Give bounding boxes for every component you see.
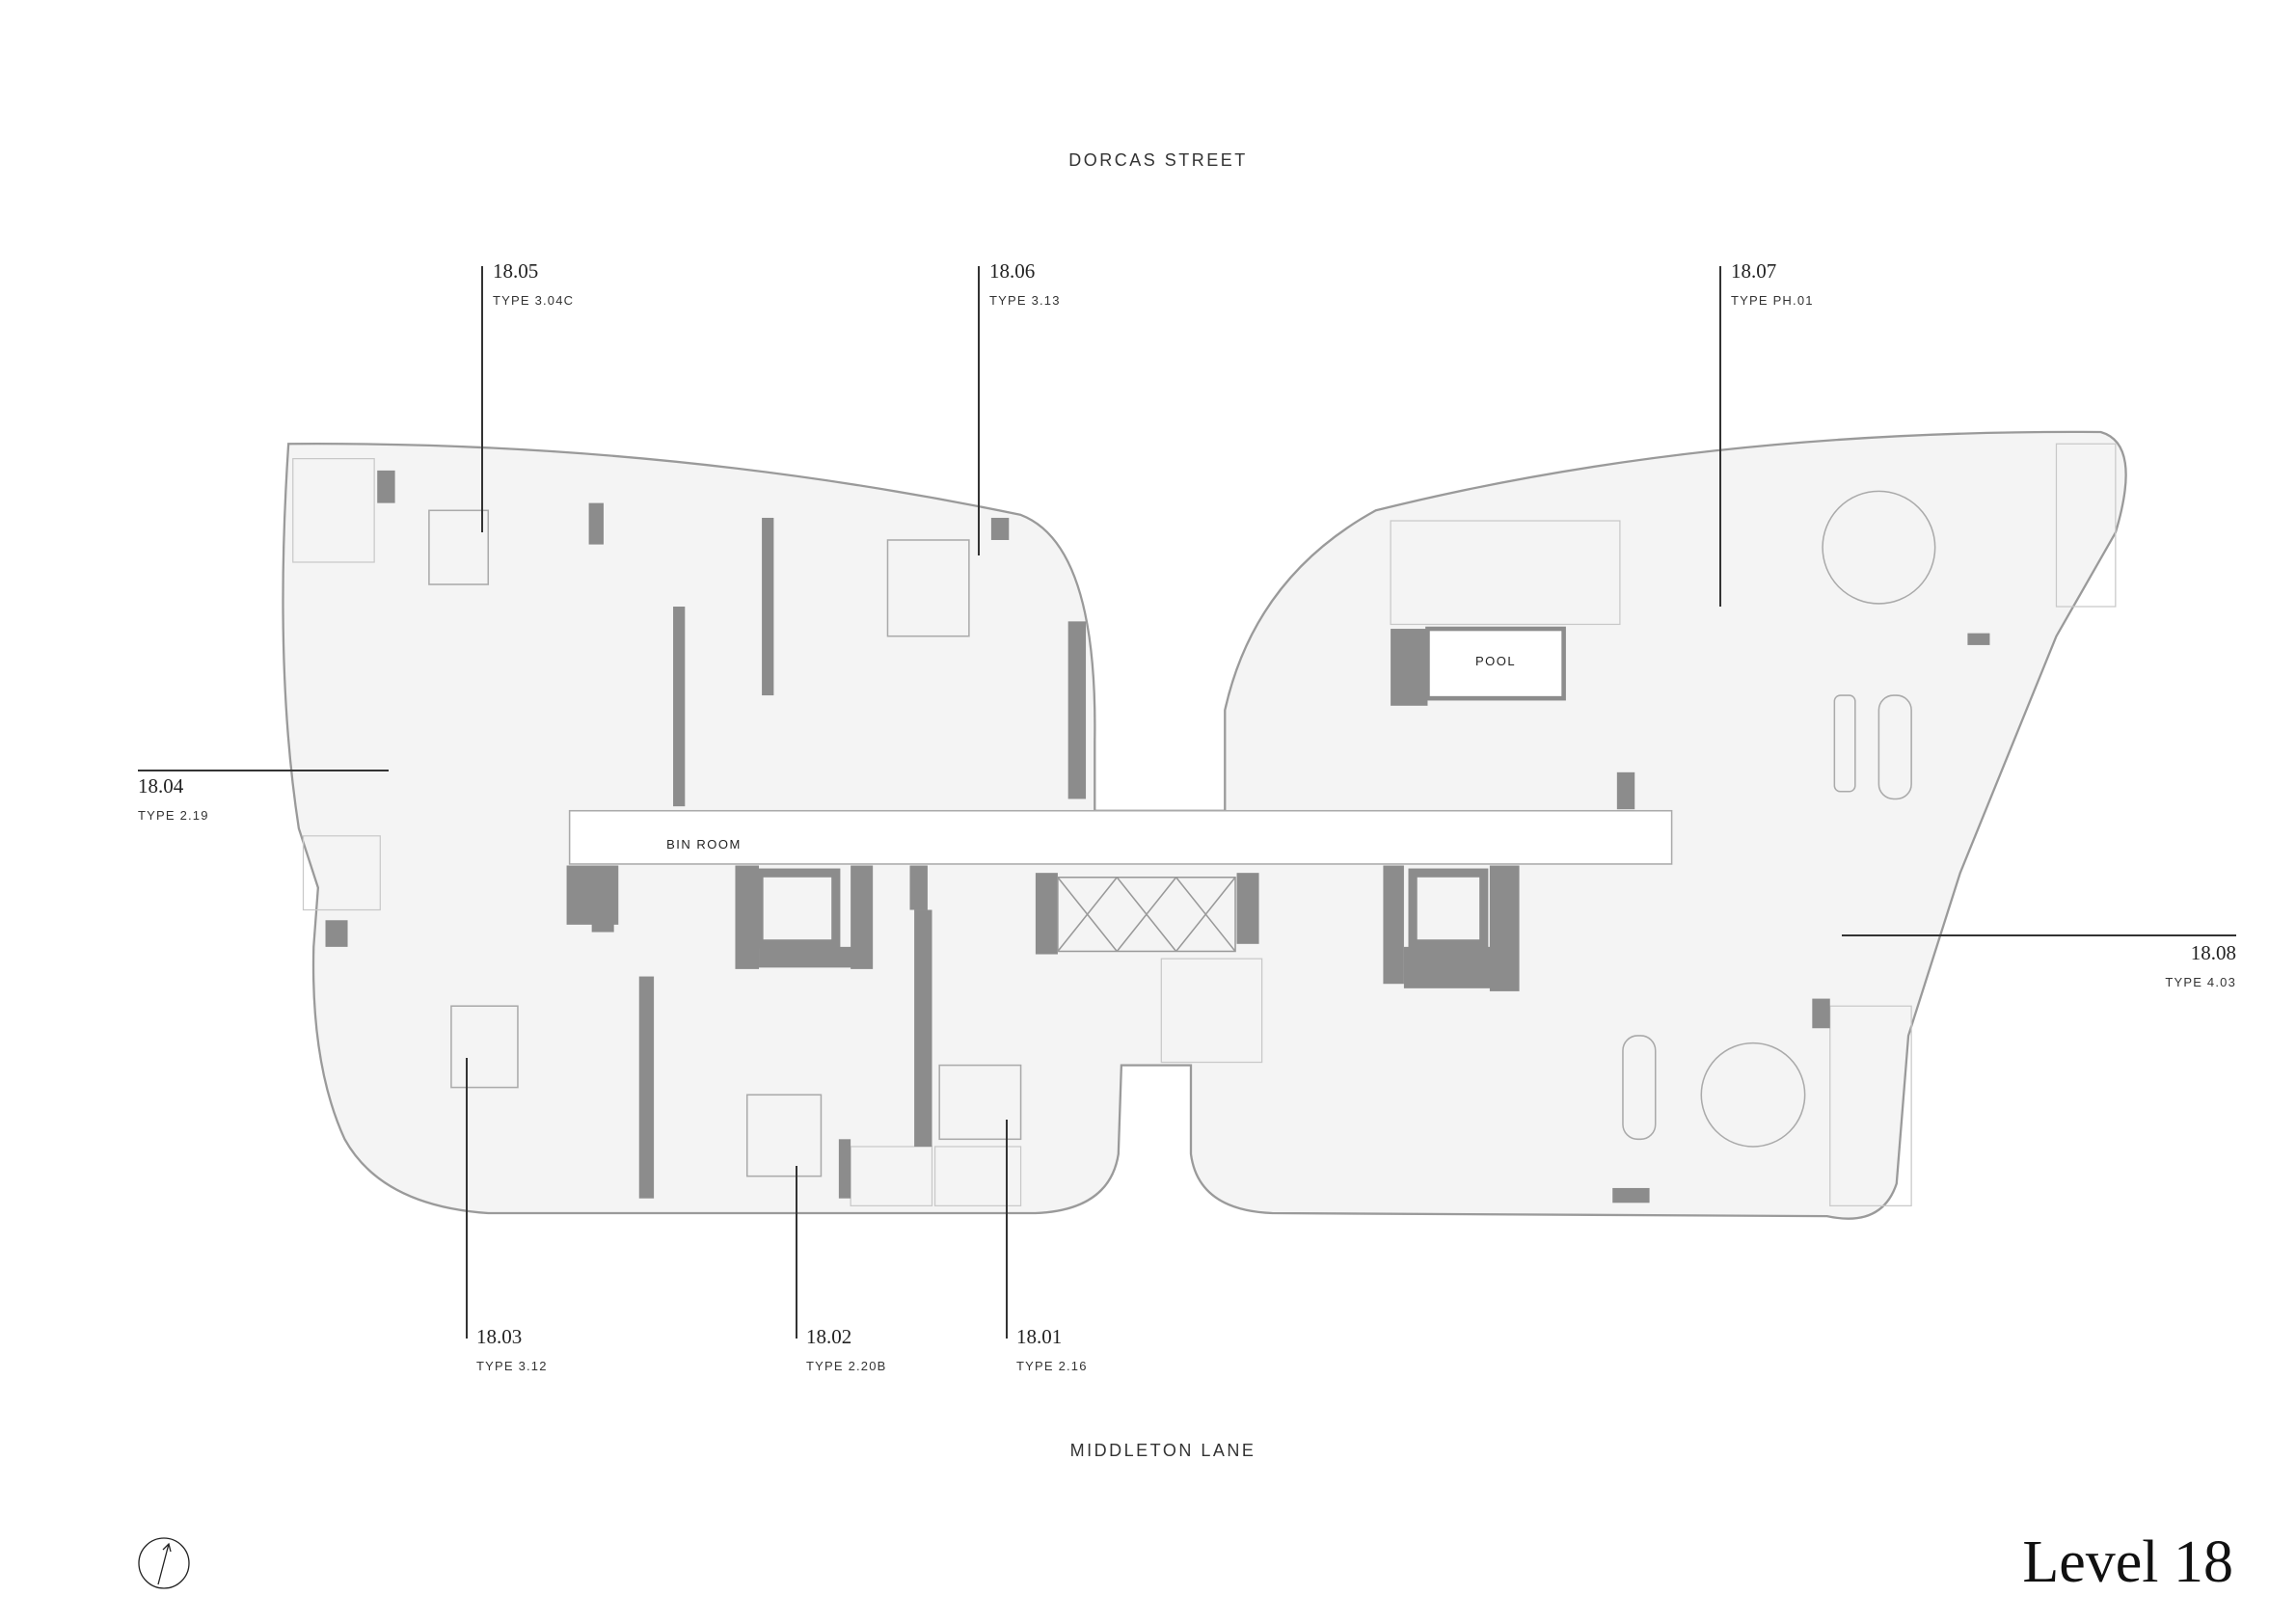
stair-cores bbox=[754, 868, 1489, 949]
level-title: Level 18 bbox=[2022, 1529, 2233, 1595]
leader-line-18-03 bbox=[466, 1058, 468, 1339]
north-arrow-icon bbox=[138, 1537, 190, 1589]
leader-line-18-01 bbox=[1006, 1120, 1008, 1339]
leader-line-18-06 bbox=[978, 266, 980, 555]
unit-number: 18.08 bbox=[2190, 941, 2236, 964]
street-label-top: DORCAS STREET bbox=[1068, 150, 1248, 170]
unit-number: 18.05 bbox=[493, 259, 539, 283]
unit-label-18-05[interactable]: 18.05 TYPE 3.04C bbox=[493, 259, 574, 308]
unit-label-18-01[interactable]: 18.01 TYPE 2.16 bbox=[1016, 1325, 1088, 1373]
unit-label-18-03[interactable]: 18.03 TYPE 3.12 bbox=[476, 1325, 548, 1373]
unit-type: TYPE 2.19 bbox=[138, 808, 209, 823]
unit-type: TYPE 3.13 bbox=[989, 293, 1061, 308]
leader-line-18-08 bbox=[1842, 934, 2236, 936]
leader-line-18-04 bbox=[138, 770, 389, 771]
unit-number: 18.07 bbox=[1731, 259, 1777, 283]
unit-label-18-07[interactable]: 18.07 TYPE PH.01 bbox=[1731, 259, 1814, 308]
unit-number: 18.01 bbox=[1016, 1325, 1063, 1348]
furniture bbox=[428, 490, 1936, 1177]
unit-label-18-02[interactable]: 18.02 TYPE 2.20B bbox=[806, 1325, 887, 1373]
lift-cores bbox=[1057, 877, 1236, 953]
unit-type: TYPE PH.01 bbox=[1731, 293, 1814, 308]
unit-label-18-08[interactable]: 18.08 TYPE 4.03 bbox=[2165, 941, 2236, 989]
walls bbox=[325, 470, 1990, 1204]
unit-number: 18.06 bbox=[989, 259, 1036, 283]
unit-type: TYPE 3.04C bbox=[493, 293, 575, 308]
unit-type: TYPE 2.20B bbox=[806, 1359, 887, 1373]
street-label-bottom: MIDDLETON LANE bbox=[1069, 1441, 1256, 1460]
leader-line-18-02 bbox=[796, 1166, 797, 1339]
leader-line-18-05 bbox=[481, 266, 483, 532]
corridor bbox=[568, 809, 1673, 865]
unit-label-18-06[interactable]: 18.06 TYPE 3.13 bbox=[989, 259, 1061, 308]
unit-label-18-04[interactable]: 18.04 TYPE 2.19 bbox=[138, 774, 209, 823]
unit-number: 18.02 bbox=[806, 1325, 852, 1348]
unit-type: TYPE 4.03 bbox=[2165, 975, 2236, 989]
unit-type: TYPE 3.12 bbox=[476, 1359, 548, 1373]
leader-line-18-07 bbox=[1719, 266, 1721, 607]
pool-label: POOL bbox=[1474, 654, 1517, 668]
bin-room-label: BIN ROOM bbox=[666, 837, 742, 852]
unit-type: TYPE 2.16 bbox=[1016, 1359, 1088, 1373]
unit-number: 18.03 bbox=[476, 1325, 523, 1348]
unit-number: 18.04 bbox=[138, 774, 184, 798]
